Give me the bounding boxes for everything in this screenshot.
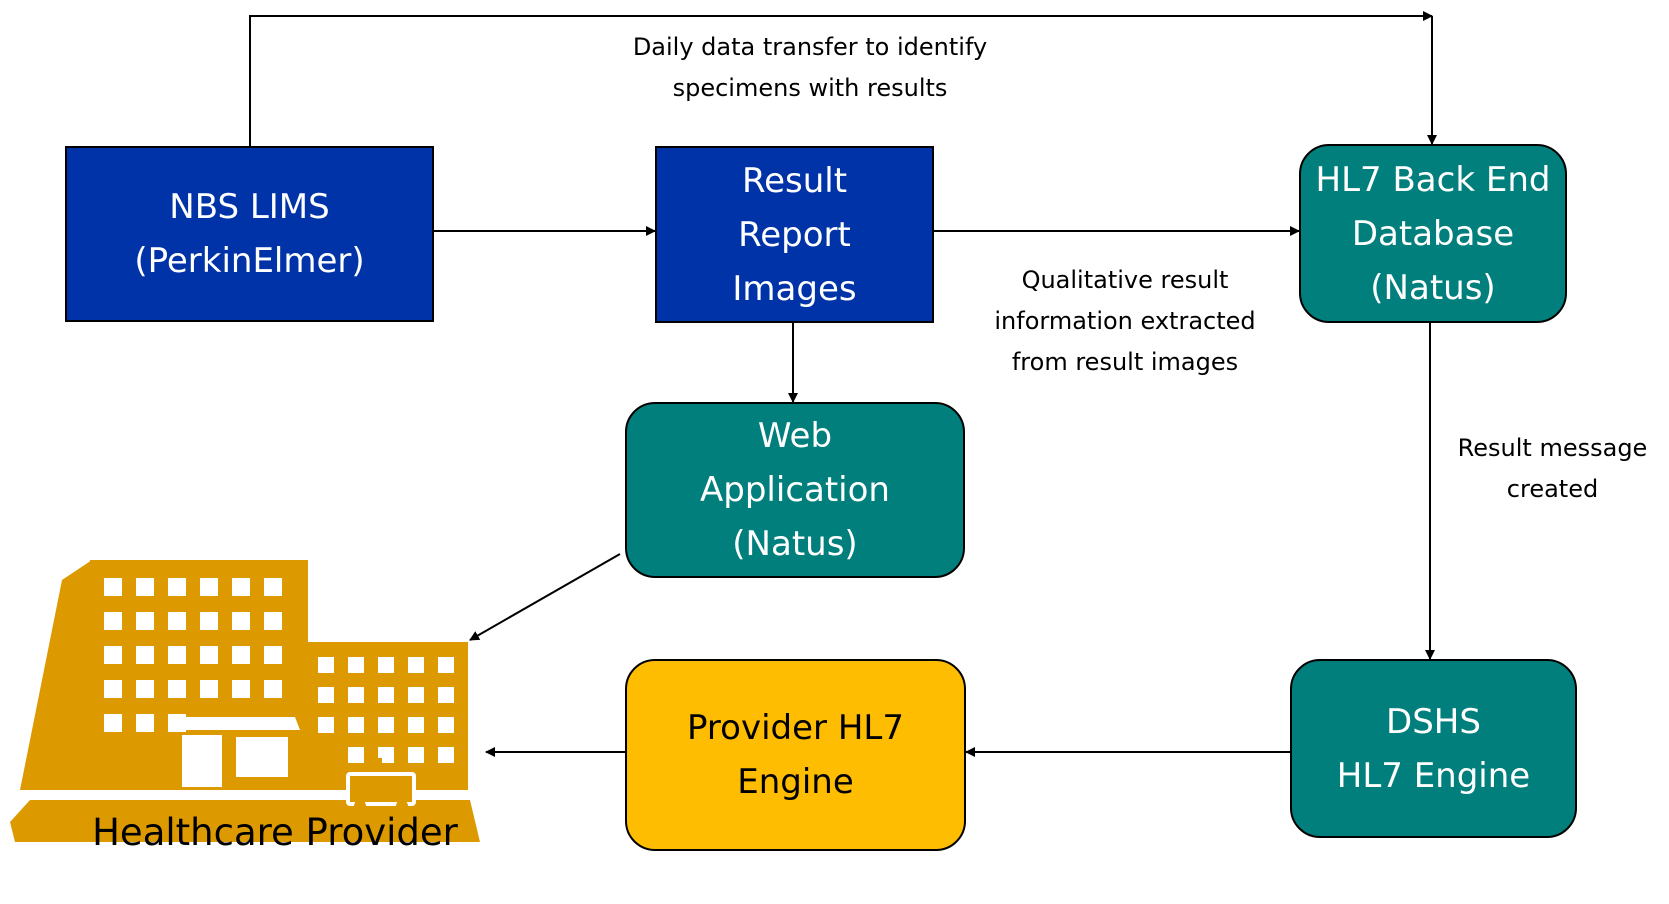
hospital-window <box>264 680 282 698</box>
hospital-window <box>348 747 364 763</box>
hl7-backend-database-box: HL7 Back End Database (Natus) <box>1299 144 1567 323</box>
node-line: (PerkinElmer) <box>134 241 365 281</box>
label-line: Result message <box>1457 434 1648 462</box>
hospital-window <box>136 714 154 732</box>
hospital-window <box>104 578 122 596</box>
hospital-window <box>408 687 424 703</box>
qualitative-result-label: Qualitative result information extracted… <box>960 260 1290 383</box>
node-line: Engine <box>737 762 854 802</box>
node-line: Report <box>738 214 851 255</box>
hospital-window <box>200 646 218 664</box>
hospital-window <box>348 717 364 733</box>
node-line: NBS LIMS <box>169 187 330 227</box>
hospital-building-icon <box>10 560 480 842</box>
label-line: specimens with results <box>672 74 948 102</box>
result-report-images-box: Result Report Images <box>655 146 934 323</box>
hospital-window <box>408 717 424 733</box>
node-line: (Natus) <box>732 524 858 564</box>
hospital-window <box>136 646 154 664</box>
node-line: Database <box>1351 213 1515 254</box>
nbs-lims-box: NBS LIMS (PerkinElmer) <box>65 146 434 322</box>
label-line: created <box>1506 475 1599 503</box>
node-line: DSHS <box>1386 701 1481 742</box>
hospital-window <box>408 747 424 763</box>
hospital-window <box>232 612 250 630</box>
node-line: Images <box>732 268 857 309</box>
label-line: from result images <box>1011 348 1239 376</box>
node-line: Result <box>741 160 848 201</box>
edge-daily-transfer <box>245 11 1433 155</box>
hospital-window <box>136 612 154 630</box>
hospital-window <box>104 646 122 664</box>
hospital-window <box>378 657 394 673</box>
web-application-box: Web Application (Natus) <box>625 402 965 578</box>
label-line: information extracted <box>994 307 1256 335</box>
node-line: (Natus) <box>1370 267 1496 308</box>
hospital-window <box>438 657 454 673</box>
label-line: Daily data transfer to identify <box>632 33 988 61</box>
label-line: Qualitative result <box>1021 266 1229 294</box>
daily-transfer-label: Daily data transfer to identify specimen… <box>560 27 1060 109</box>
hospital-window <box>378 687 394 703</box>
hospital-window <box>348 657 364 673</box>
result-message-label: Result message created <box>1440 428 1665 510</box>
hospital-window <box>104 612 122 630</box>
hospital-window <box>264 646 282 664</box>
hospital-window <box>136 680 154 698</box>
node-line: HL7 Back End <box>1315 159 1551 200</box>
hospital-window <box>318 657 334 673</box>
dshs-hl7-engine-box: DSHS HL7 Engine <box>1290 659 1577 838</box>
node-line: Provider HL7 <box>687 708 904 748</box>
hospital-window <box>168 680 186 698</box>
hospital-window <box>200 612 218 630</box>
node-line: HL7 Engine <box>1336 755 1531 796</box>
hospital-window <box>104 680 122 698</box>
hospital-window <box>438 717 454 733</box>
hospital-window <box>232 578 250 596</box>
hospital-window <box>232 646 250 664</box>
healthcare-provider-label: Healthcare Provider <box>92 811 458 854</box>
hospital-window <box>378 717 394 733</box>
hospital-window <box>168 578 186 596</box>
hospital-window <box>318 717 334 733</box>
hospital-window <box>438 747 454 763</box>
hospital-window <box>408 657 424 673</box>
hospital-window <box>136 578 154 596</box>
edge-webapp-to-hospital <box>469 553 621 641</box>
hospital-window <box>168 612 186 630</box>
hospital-window <box>438 687 454 703</box>
node-line: Application <box>700 470 890 510</box>
hospital-window <box>348 687 364 703</box>
node-line: Web <box>757 416 833 456</box>
hospital-window <box>264 612 282 630</box>
provider-hl7-engine-box: Provider HL7 Engine <box>625 659 966 851</box>
hospital-window <box>200 680 218 698</box>
hospital-window <box>264 578 282 596</box>
hospital-window <box>232 680 250 698</box>
hospital-window <box>168 646 186 664</box>
hospital-window <box>200 578 218 596</box>
hospital-window <box>104 714 122 732</box>
hospital-window <box>318 687 334 703</box>
